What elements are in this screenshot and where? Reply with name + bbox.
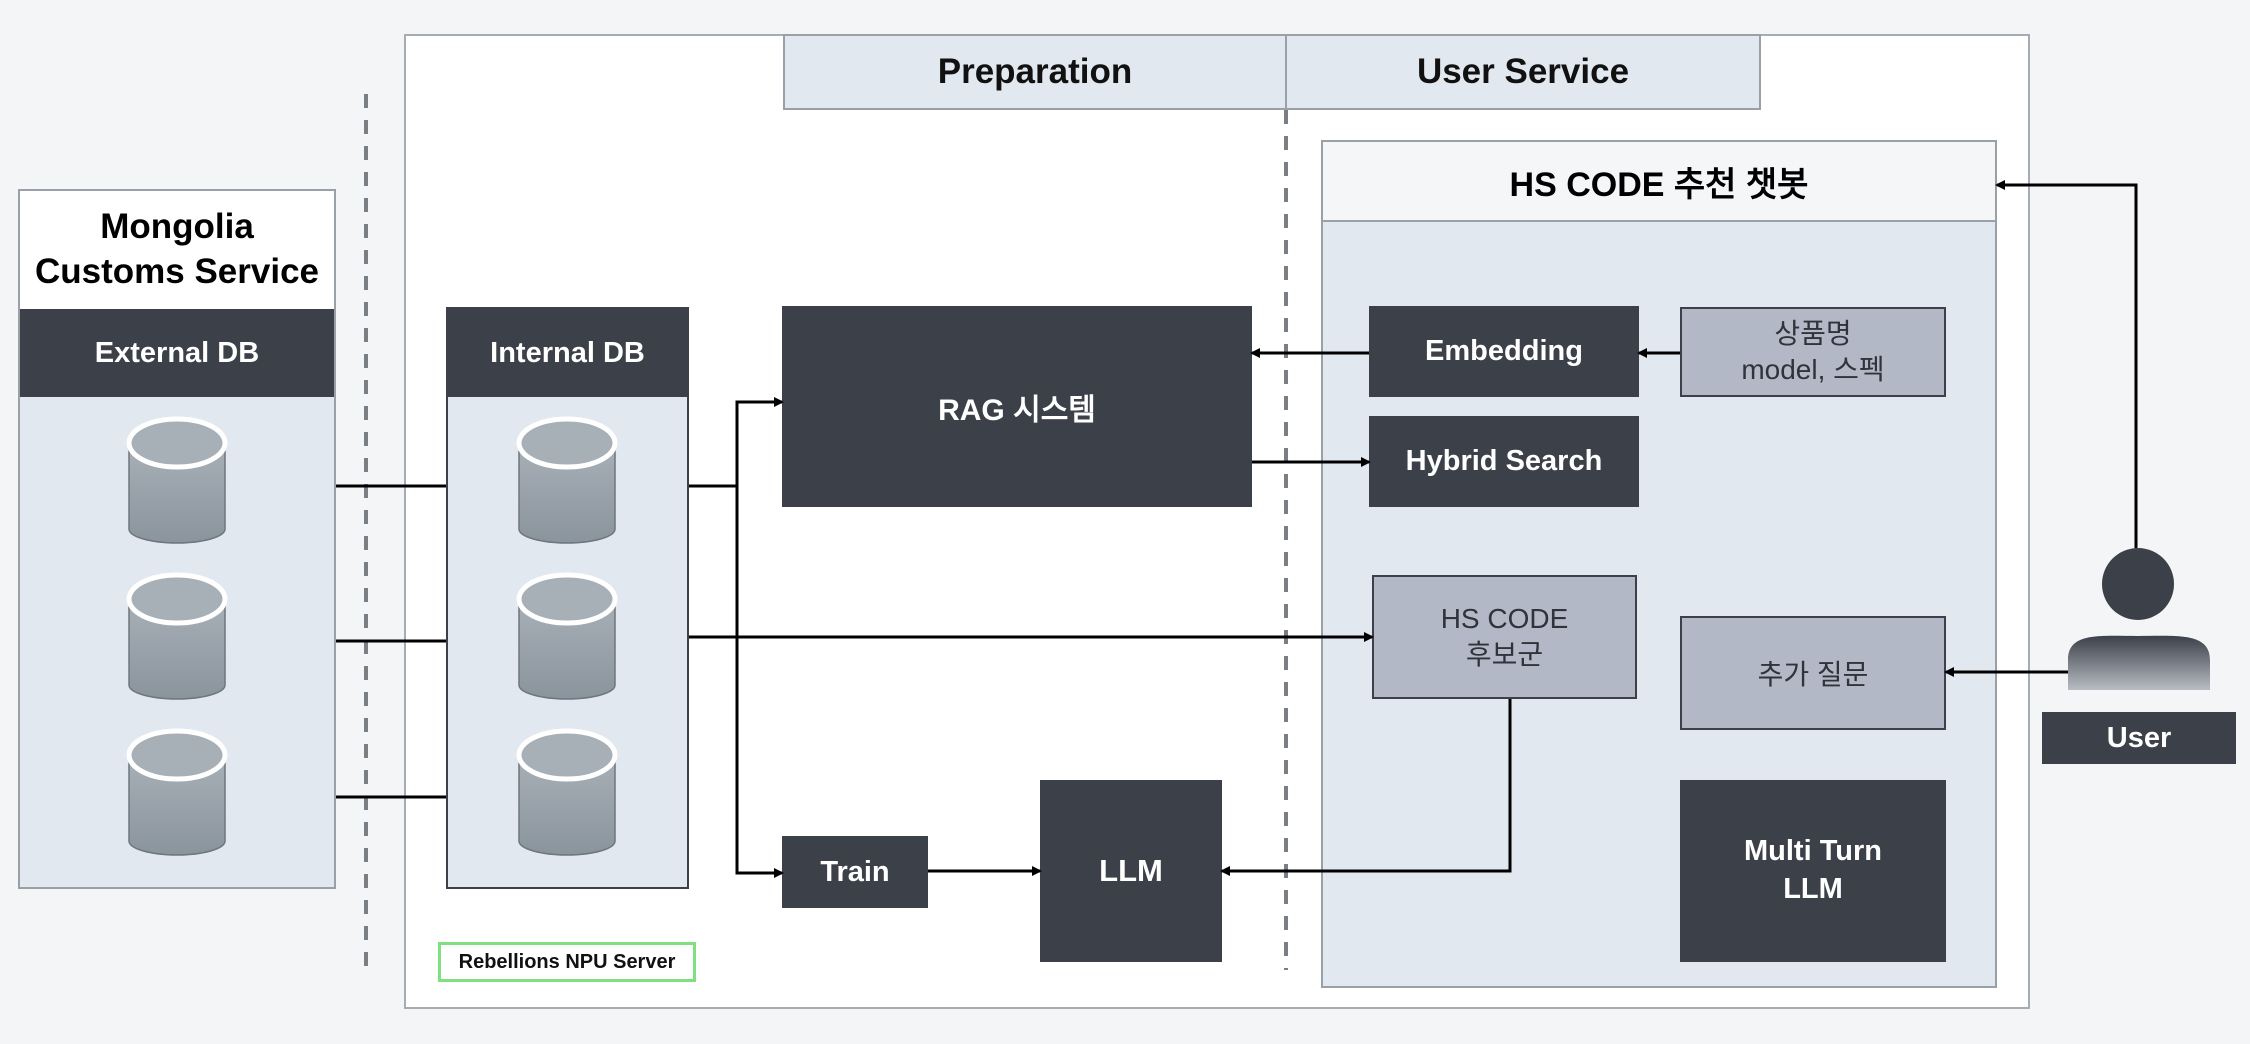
llm-box: LLM [1040,780,1222,962]
database-icon [126,728,228,856]
hs-code-candidates-box: HS CODE 후보군 [1372,575,1637,699]
internal-db-cylinders [516,416,618,856]
internal-db-header: Internal DB [448,309,687,397]
user-label: User [2042,712,2236,764]
database-icon [516,416,618,544]
server-legend: Rebellions NPU Server [438,942,696,982]
product-input-box: 상품명 model, 스펙 [1680,307,1946,397]
train-box: Train [782,836,928,908]
link-candidates-to-llm [1220,699,1512,876]
extra-question-box: 추가 질문 [1680,616,1946,730]
external-db-cylinders [126,416,228,856]
external-db-header: External DB [20,309,334,397]
tab-preparation: Preparation [783,34,1287,110]
user-icon [2068,548,2210,690]
link-user-to-chatbot [1995,180,2138,548]
embedding-box: Embedding [1369,306,1639,397]
mongolia-customs-title: Mongolia Customs Service [34,207,320,291]
hybrid-search-box: Hybrid Search [1369,416,1639,507]
database-icon [516,728,618,856]
database-icon [126,416,228,544]
tab-user-service: User Service [1285,34,1761,110]
link-internal-to-train [735,486,784,878]
database-icon [516,572,618,700]
chatbot-title: HS CODE 추천 챗봇 [1323,142,1995,222]
database-icon [126,572,228,700]
rag-system-box: RAG 시스템 [782,306,1252,507]
multi-turn-llm-box: Multi Turn LLM [1680,780,1946,962]
link-internal-to-rag [689,397,784,488]
